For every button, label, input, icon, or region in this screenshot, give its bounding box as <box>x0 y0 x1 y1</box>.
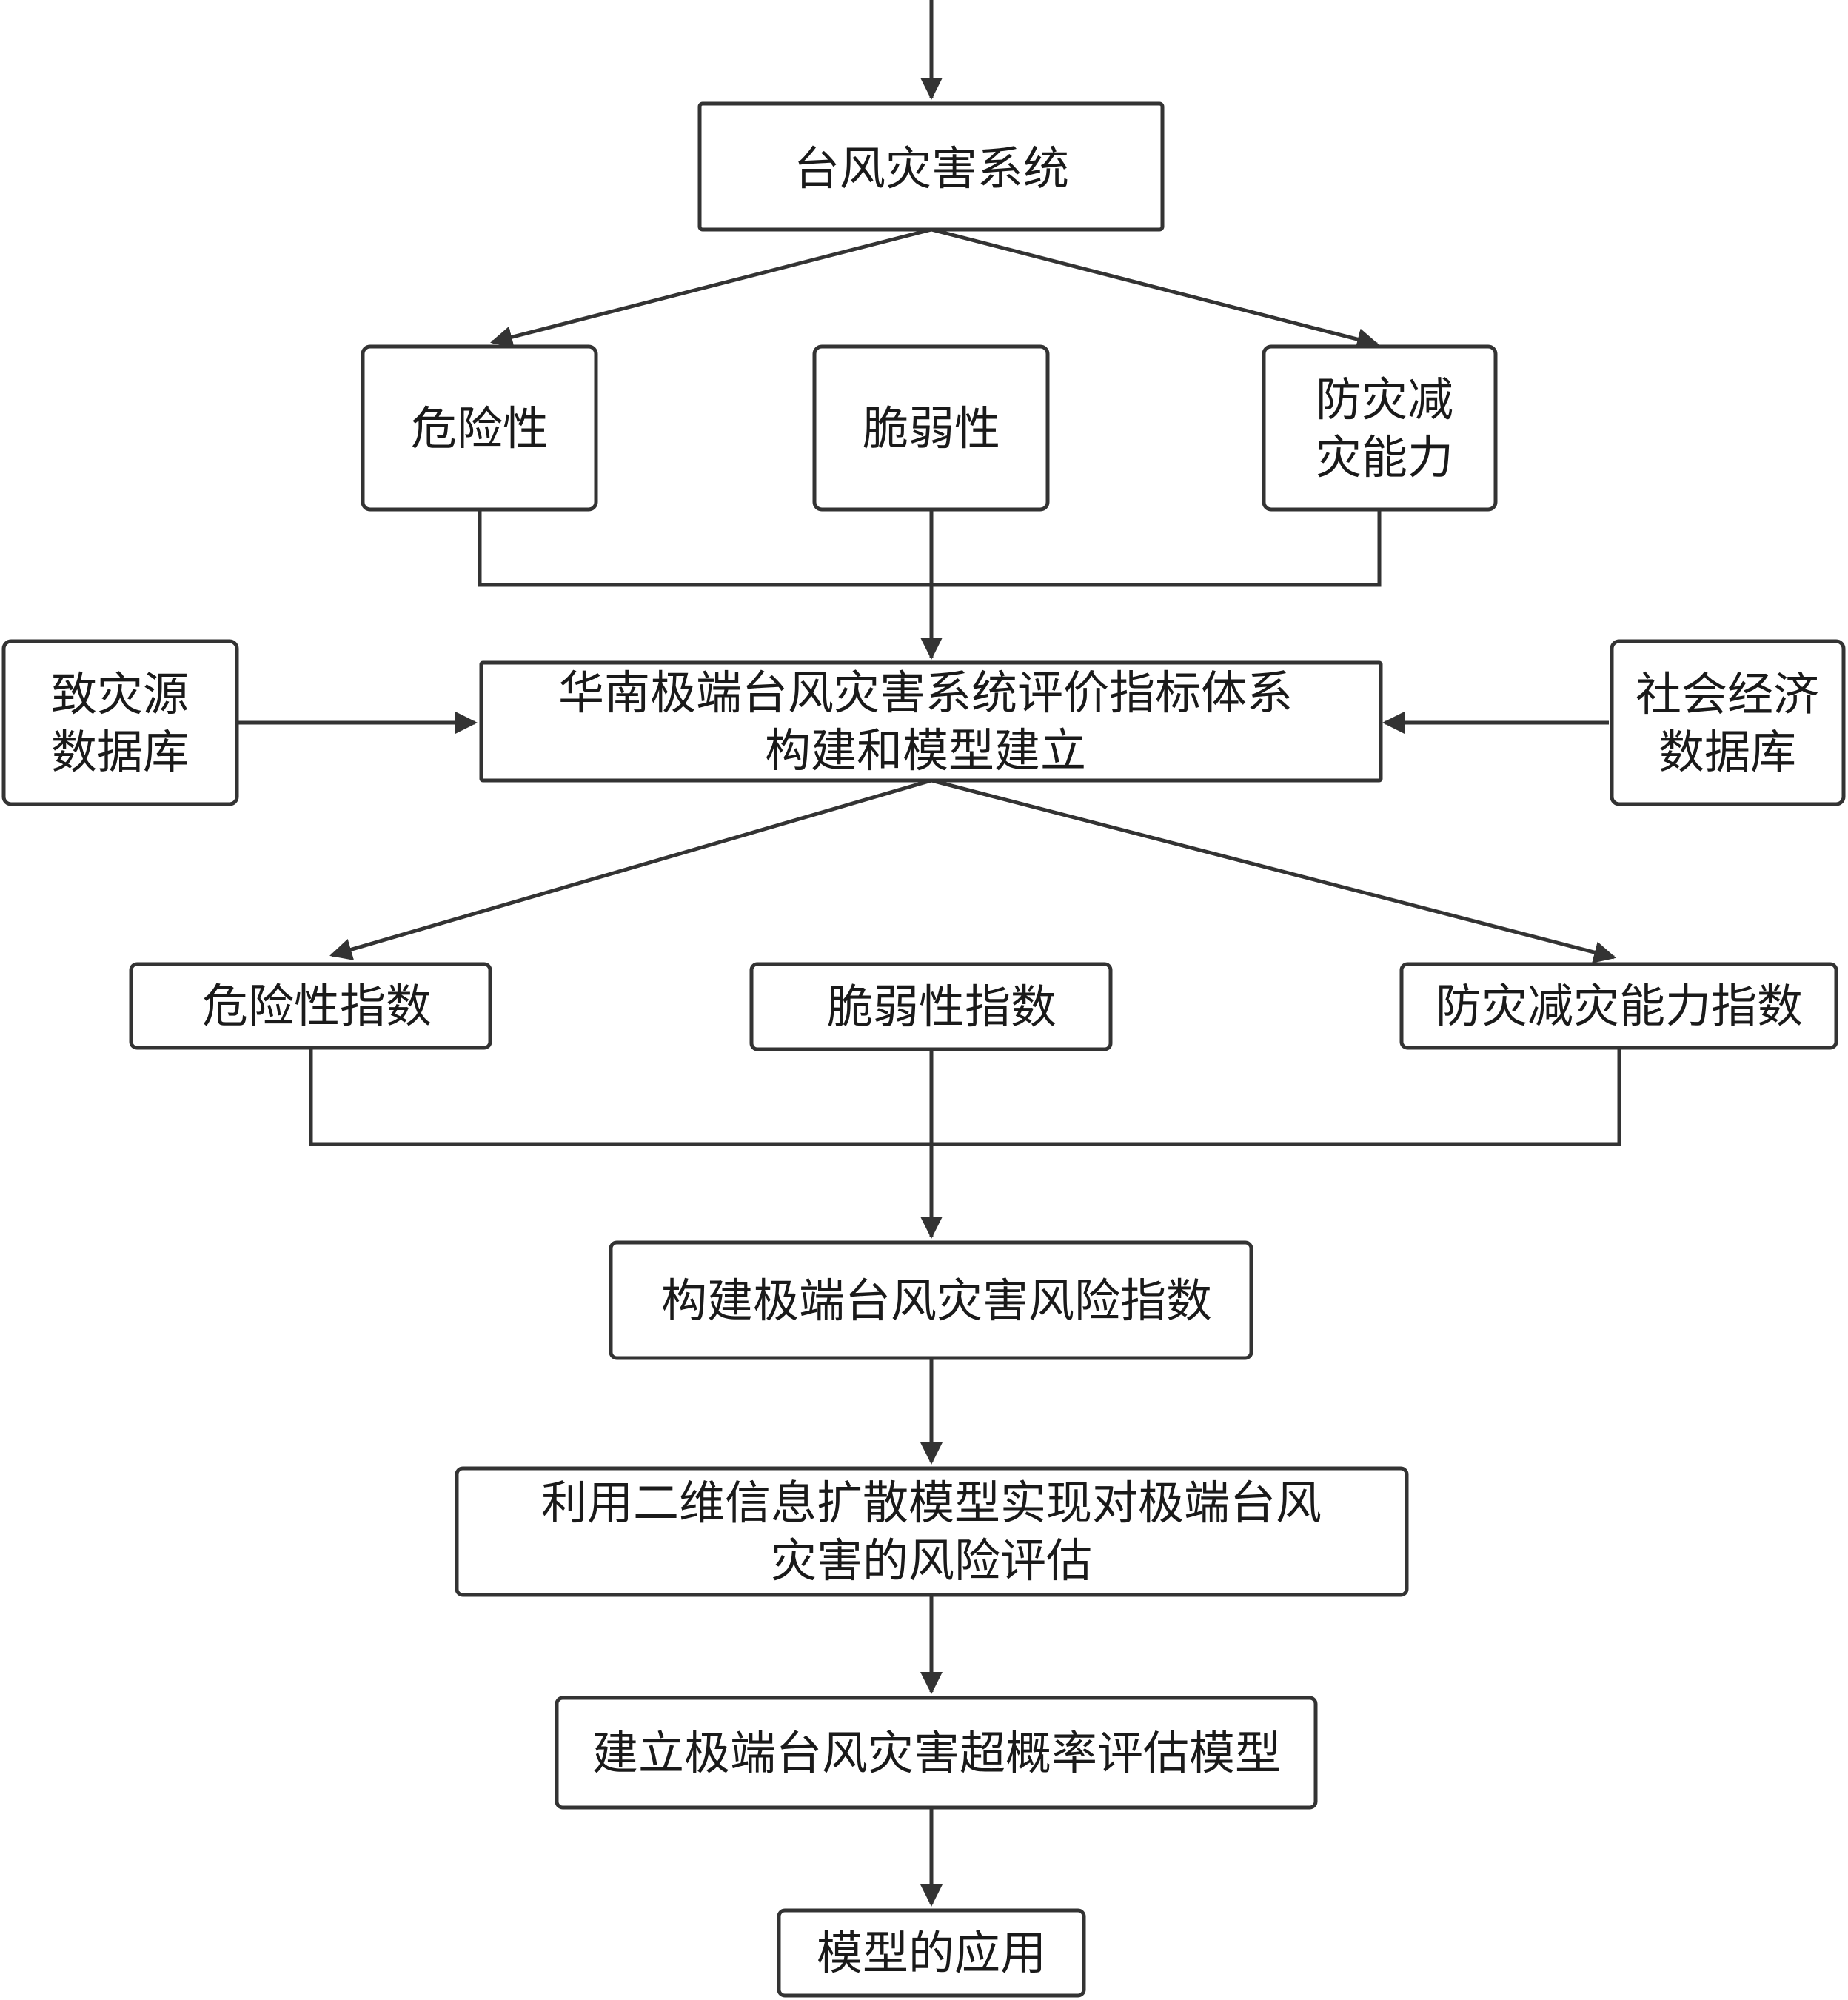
node-label-line: 构建极端台风灾害风险指数 <box>661 1274 1212 1328</box>
node-label-line: 构建和模型建立 <box>765 723 1086 777</box>
node-risk-index: 构建极端台风灾害风险指数 <box>609 1240 1253 1360</box>
node-label-line: 建立极端台风灾害超概率评估模型 <box>592 1726 1281 1780</box>
node-label-line: 灾害的风险评估 <box>771 1534 1092 1588</box>
arrow-system-to-hazard <box>490 227 932 348</box>
svg-text:台风灾害系统: 台风灾害系统 <box>794 141 1069 195</box>
svg-text:脆弱性指数: 脆弱性指数 <box>827 980 1057 1034</box>
arrow-index-system-to-hazard-index <box>329 778 932 960</box>
node-mitigation-capacity: 防灾减灾能力 <box>1262 344 1498 512</box>
node-label-line: 模型的应用 <box>817 1926 1046 1980</box>
node-index-system-construction: 华南极端台风灾害系统评价指标体系构建和模型建立 <box>479 660 1383 783</box>
node-diffusion-risk-assessment: 利用二维信息扩散模型实现对极端台风灾害的风险评估 <box>455 1466 1409 1597</box>
node-label-line: 灾能力 <box>1316 430 1453 484</box>
node-mitigation-capacity-index: 防灾减灾能力指数 <box>1399 962 1838 1050</box>
node-model-application: 模型的应用 <box>777 1908 1086 1998</box>
node-label-line: 危险性 <box>411 401 549 455</box>
merge-line-bottom <box>309 1048 1621 1146</box>
node-label-line: 防灾减 <box>1316 372 1453 427</box>
node-vulnerability: 脆弱性 <box>812 344 1050 512</box>
node-socio-economic-database: 社会经济数据库 <box>1610 639 1846 806</box>
node-vulnerability-index: 脆弱性指数 <box>749 962 1113 1051</box>
node-label-line: 脆弱性指数 <box>827 980 1057 1034</box>
arrow-index-system-to-mitigation-index <box>931 778 1616 963</box>
node-label-line: 致灾源 <box>51 667 189 721</box>
arrow-system-to-mitigation <box>931 227 1379 350</box>
node-label-line: 台风灾害系统 <box>794 141 1069 195</box>
svg-text:防灾减灾能力指数: 防灾减灾能力指数 <box>1436 979 1803 1033</box>
svg-text:建立极端台风灾害超概率评估模型: 建立极端台风灾害超概率评估模型 <box>592 1726 1281 1780</box>
node-hazard: 危险性 <box>361 344 598 512</box>
node-label-line: 社会经济 <box>1636 667 1819 721</box>
node-label-line: 危险性指数 <box>202 979 432 1033</box>
node-hazard-source-database: 致灾源数据库 <box>1 639 239 806</box>
svg-text:模型的应用: 模型的应用 <box>817 1926 1046 1980</box>
svg-text:脆弱性: 脆弱性 <box>863 401 1000 455</box>
node-label-line: 防灾减灾能力指数 <box>1436 979 1803 1033</box>
node-typhoon-system: 台风灾害系统 <box>697 101 1165 232</box>
svg-text:构建极端台风灾害风险指数: 构建极端台风灾害风险指数 <box>661 1274 1212 1328</box>
svg-text:社会经济数据库: 社会经济数据库 <box>1636 667 1819 779</box>
svg-text:致灾源数据库: 致灾源数据库 <box>51 667 189 779</box>
svg-text:危险性: 危险性 <box>411 401 549 455</box>
node-label-line: 华南极端台风灾害系统评价指标体系 <box>558 666 1293 720</box>
node-exceedance-probability-model: 建立极端台风灾害超概率评估模型 <box>555 1696 1318 1810</box>
node-label-line: 数据库 <box>1658 725 1796 779</box>
node-hazard-index: 危险性指数 <box>129 962 492 1050</box>
node-label-line: 数据库 <box>51 725 189 779</box>
svg-text:防灾减灾能力: 防灾减灾能力 <box>1316 372 1453 484</box>
svg-text:利用二维信息扩散模型实现对极端台风灾害的风险评估: 利用二维信息扩散模型实现对极端台风灾害的风险评估 <box>541 1476 1322 1588</box>
node-label-line: 脆弱性 <box>863 401 1000 455</box>
svg-text:危险性指数: 危险性指数 <box>202 979 432 1033</box>
svg-text:华南极端台风灾害系统评价指标体系构建和模型建立: 华南极端台风灾害系统评价指标体系构建和模型建立 <box>558 666 1293 777</box>
node-label-line: 利用二维信息扩散模型实现对极端台风 <box>541 1476 1322 1530</box>
connectors <box>237 0 1621 1907</box>
